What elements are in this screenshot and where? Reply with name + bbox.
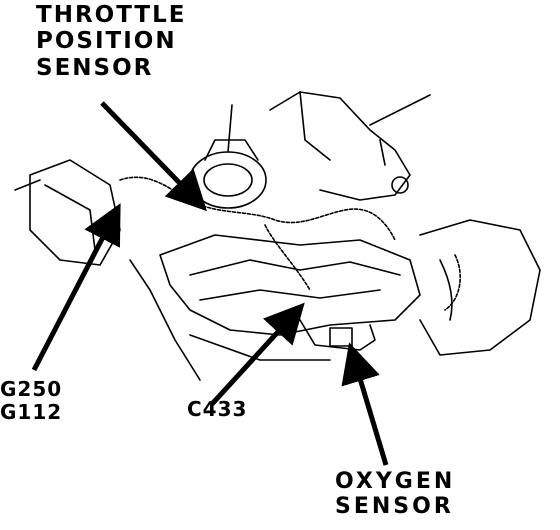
arrow-ground-points: [31, 203, 121, 372]
label-line: THROTTLE: [36, 2, 187, 28]
label-line: G250: [0, 377, 63, 401]
label-line: C433: [187, 397, 248, 421]
throttle-position-sensor-label: THROTTLE POSITION SENSOR: [36, 2, 186, 81]
label-line: G112: [0, 400, 63, 424]
left-fender: [29, 159, 121, 266]
arrow-oxygen-sensor: [341, 342, 389, 466]
hood-line: [369, 94, 431, 126]
engine-block: [159, 234, 421, 336]
arrow-throttle-position-sensor: [100, 101, 207, 212]
label-line: OXYGEN: [335, 469, 456, 494]
arrow-connector-c433: [210, 302, 305, 406]
label-line: SENSOR: [36, 54, 154, 81]
air-cleaner: [189, 151, 267, 209]
oxygen-sensor-label: OXYGEN SENSOR: [335, 469, 455, 520]
ground-points-label: G250 G112: [0, 378, 62, 424]
connector-label: C433: [187, 398, 247, 421]
label-line: SENSOR: [335, 494, 454, 520]
firewall-outline: [269, 91, 411, 201]
label-line: POSITION: [36, 28, 177, 55]
transmission: [419, 219, 541, 356]
wiring-harness: [119, 176, 396, 241]
